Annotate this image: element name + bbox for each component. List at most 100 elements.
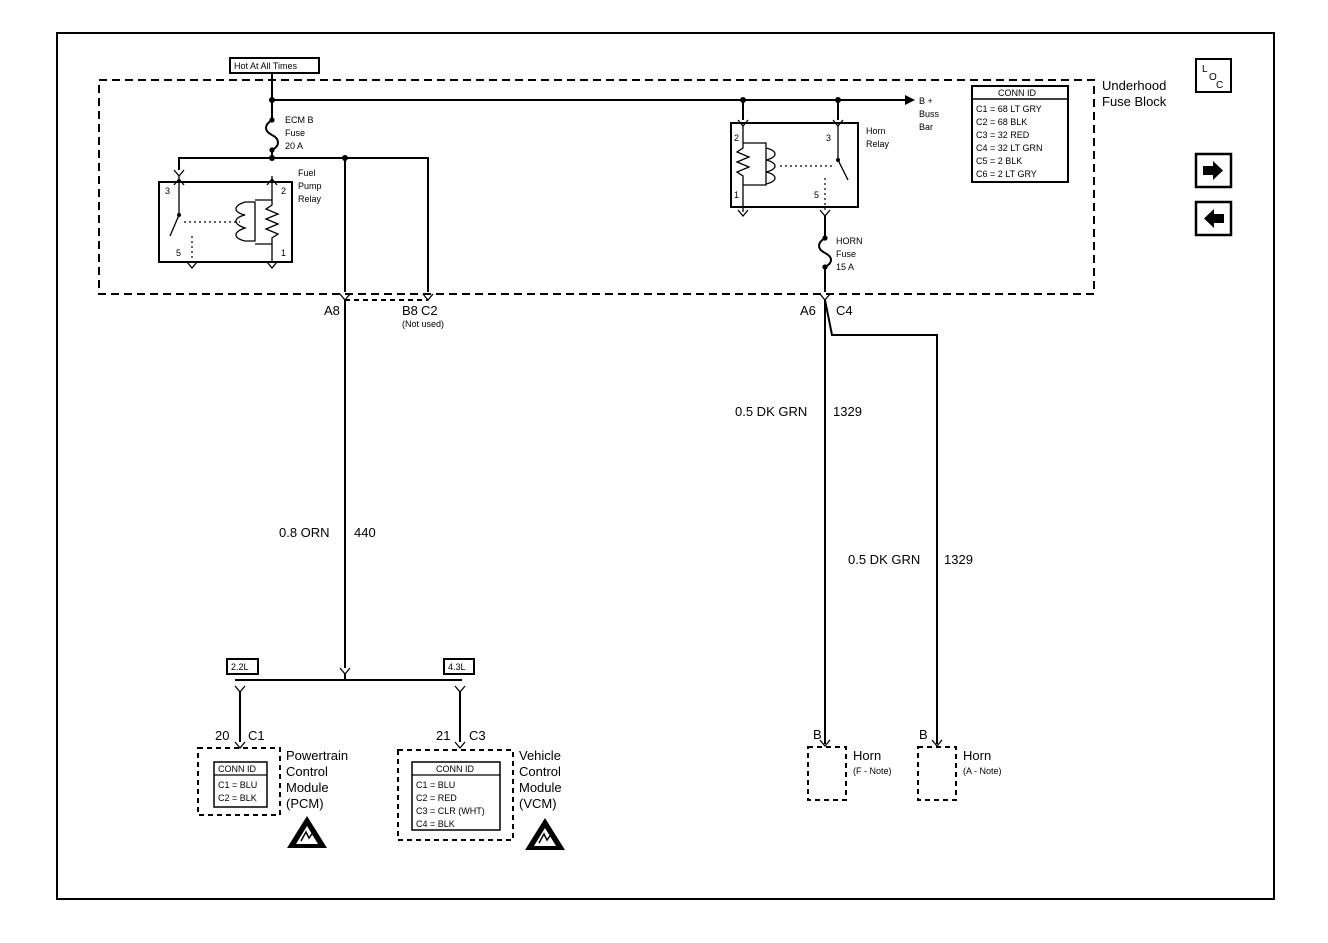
horn-f-component [807,746,847,801]
battery-feed-wire [271,73,905,101]
next-page-button[interactable] [1194,152,1233,189]
engine-tag-43 [443,658,475,675]
wire-grn1-circuit: 1329 [833,404,862,419]
vcm-conn-row: C2 = RED [416,793,457,803]
horn-relay-switch-arm [837,159,849,181]
vcm-conn-row: C3 = CLR (WHT) [416,806,485,816]
fpr-label-3: Relay [298,194,322,204]
fuse-block-conn-row: C6 = 2 LT GRY [976,169,1037,179]
vcm-conn-row: C4 = BLK [416,819,455,829]
pcm-name-3: Module [286,780,329,795]
fuse-block-conn-table [971,85,1069,183]
hot-at-all-times-label: Hot At All Times [234,61,298,71]
terminal-b8: B8 [402,303,418,318]
vcm-connector: C3 [469,728,486,743]
pin-arrow [266,261,278,270]
engine-tag-22 [226,658,259,675]
fpr-pin-1: 1 [281,248,286,258]
arrow-left-icon [1204,209,1224,228]
relay-resistor [264,176,280,262]
horn-a-pin: B [919,727,928,742]
splice-dot [342,155,348,161]
loc-letter-l: L [1202,64,1208,75]
bus-bar-label-3: Bar [919,122,933,132]
pcm-connector-chevron [234,685,246,694]
hr-pin-5: 5 [814,190,819,200]
wire-grn1-gauge-color: 0.5 DK GRN [735,404,807,419]
hr-label-1: Horn [866,126,886,136]
terminal-not-used: (Not used) [402,319,444,329]
pcm-name-4: (PCM) [286,796,324,811]
horn-a-note: (A - Note) [963,766,1002,776]
relay-coil-frame [245,201,256,242]
terminal-a6: A6 [800,303,816,318]
page-frame [56,32,1275,900]
wire-orn-circuit: 440 [354,525,376,540]
vcm-name-2: Control [519,764,561,779]
pcm-connector: C1 [248,728,265,743]
horn-relay-resistor [735,126,751,212]
pcm-conn-row: C2 = BLK [218,793,257,803]
hr-pin-2: 2 [734,133,739,143]
fuse-block-conn-title: CONN ID [998,88,1037,98]
pcm-pin: 20 [215,728,229,743]
vcm-conn-row: C1 = BLU [416,780,455,790]
pin-arrow [266,177,278,186]
pcm-conn-row: C1 = BLU [218,780,257,790]
ecm-fuse-label-1: ECM B [285,115,314,125]
arrow-right-icon [1203,161,1223,180]
horn-relay-coil [765,147,776,185]
hot-at-all-times-box [229,57,320,74]
pin-arrow [737,209,831,218]
previous-page-button[interactable] [1194,200,1233,237]
ecm-fuse-label-3: 20 A [285,141,303,151]
fpr-label-2: Pump [298,181,322,191]
vcm-conn-table [411,761,501,831]
bus-bar-arrow [905,95,915,105]
engine-tag-43-label: 4.3L [448,662,466,672]
horn-fuse-label-3: 15 A [836,262,854,272]
vcm-pin-arrow [454,741,466,750]
horn-f-pin-arrow [819,739,831,748]
horn-a-component [917,746,957,801]
relay-coil-leads [255,199,272,245]
vcm-module-box [397,749,514,841]
hr-label-2: Relay [866,139,890,149]
inline-connector [339,667,351,676]
horn-a-name: Horn [963,748,991,763]
wire-grn2-circuit: 1329 [944,552,973,567]
horn-f-note: (F - Note) [853,766,892,776]
pcm-name-1: Powertrain [286,748,348,763]
engine-tag-22-label: 2.2L [231,662,249,672]
horn-relay-box [730,122,859,208]
ecm-fuse-symbol [265,119,279,151]
fuse-block-conn-row: C4 = 32 LT GRN [976,143,1042,153]
horn-relay-coil-leads [743,142,767,186]
connector-chevron [173,169,185,178]
horn-f-name: Horn [853,748,881,763]
fuse-block-conn-row: C1 = 68 LT GRY [976,104,1042,114]
hr-pin-3: 3 [826,133,831,143]
horn-fuse-label-2: Fuse [836,249,856,259]
fuse-block-conn-row: C3 = 32 RED [976,130,1030,140]
ecm-fuse-label-2: Fuse [285,128,305,138]
vcm-connector-chevron [454,685,466,694]
relay-coil [235,201,248,242]
esd-warning-icon [525,818,565,850]
splice-dot [835,97,841,103]
splice-dot [269,155,275,161]
fuse-block-label-2: Fuse Block [1102,94,1167,109]
location-button[interactable]: L O C [1195,58,1232,93]
ecm-distribution-right [272,157,429,292]
horn-fuse-label-1: HORN [836,236,863,246]
pin-arrow [173,177,185,186]
fuse-block-conn-row: C5 = 2 BLK [976,156,1022,166]
fpr-pin-2: 2 [281,186,286,196]
bus-bar-label-2: Buss [919,109,940,119]
terminal-a8: A8 [324,303,340,318]
relay-switch-arm [169,214,180,237]
pcm-module-box [197,747,281,816]
a6-terminal [819,293,831,302]
loc-letter-c: C [1216,80,1223,91]
